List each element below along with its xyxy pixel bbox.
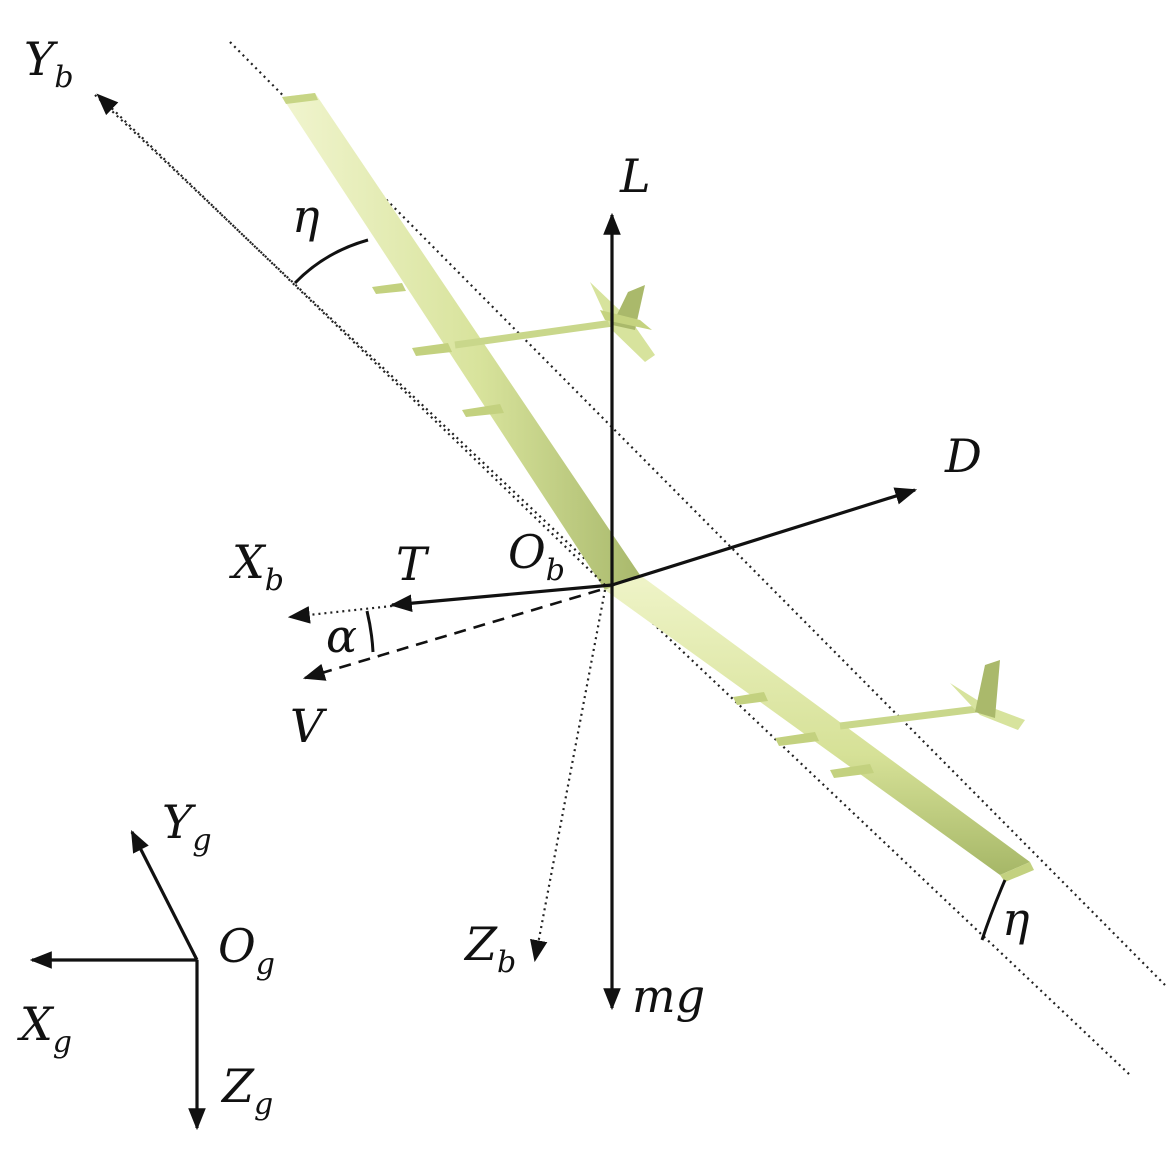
label-xb: Xb bbox=[229, 535, 284, 598]
label-eta-top: η bbox=[292, 189, 320, 243]
label-lift: L bbox=[619, 149, 651, 203]
label-mg: mg bbox=[632, 969, 705, 1023]
label-eta-bottom: η bbox=[1002, 892, 1030, 946]
velocity-vector bbox=[302, 588, 601, 681]
pod-lower-1 bbox=[733, 692, 768, 705]
thrust-vector bbox=[389, 583, 613, 612]
pod-lower-2 bbox=[775, 732, 819, 746]
pod-upper-3 bbox=[462, 404, 504, 417]
pod-lower-3 bbox=[830, 764, 874, 778]
eta-angle-arc-bottom bbox=[980, 879, 1007, 941]
zb-axis bbox=[530, 589, 607, 963]
yg-axis bbox=[130, 830, 199, 961]
xb-axis bbox=[287, 604, 393, 624]
label-velocity: V bbox=[290, 699, 328, 753]
label-xg: Xg bbox=[17, 997, 72, 1060]
alpha-angle-arc bbox=[365, 610, 375, 653]
label-thrust: T bbox=[396, 537, 430, 591]
pod-upper-1 bbox=[372, 283, 406, 294]
label-zb: Zb bbox=[463, 917, 516, 980]
label-ob: Ob bbox=[508, 525, 565, 588]
ground-frame bbox=[29, 830, 206, 1131]
tail-lower bbox=[839, 660, 1025, 730]
tail-upper bbox=[454, 282, 655, 362]
label-yb: Yb bbox=[24, 32, 74, 95]
label-yg: Yg bbox=[162, 795, 212, 858]
pod-upper-2 bbox=[412, 343, 452, 356]
label-og: Og bbox=[218, 919, 275, 982]
drag-vector bbox=[611, 487, 918, 587]
label-alpha: α bbox=[326, 609, 357, 663]
label-zg: Zg bbox=[220, 1059, 273, 1122]
wing-lower-half bbox=[605, 575, 1034, 882]
eta-angle-arc-top bbox=[293, 238, 369, 285]
label-drag: D bbox=[944, 429, 982, 483]
